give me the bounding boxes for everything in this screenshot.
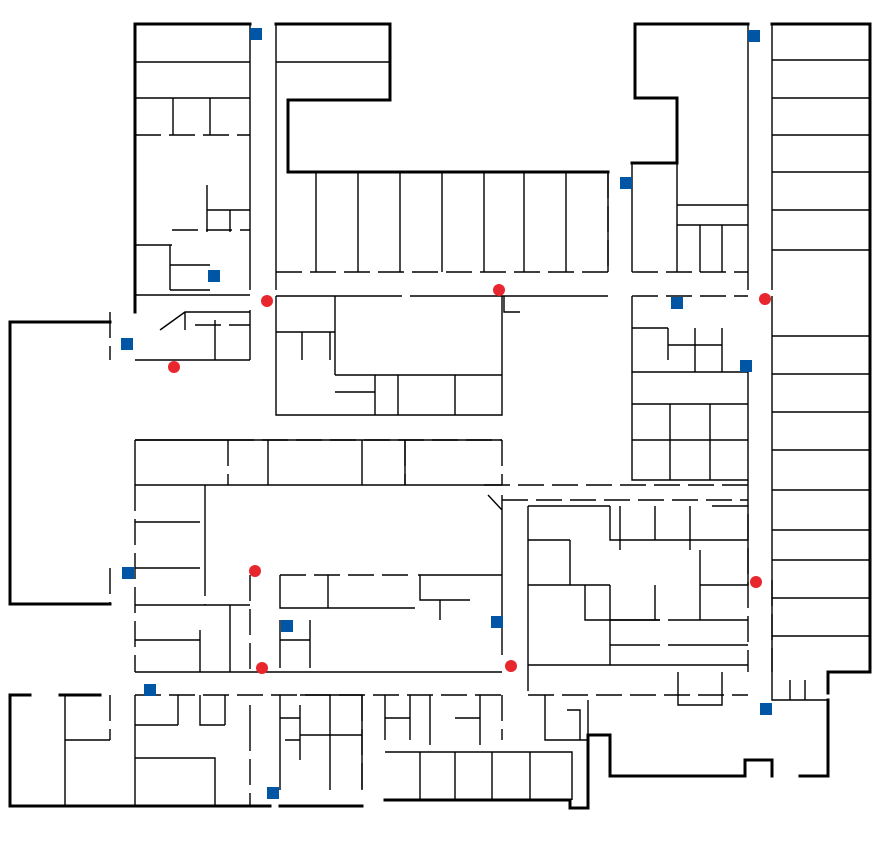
- blue-square-marker: [748, 30, 760, 42]
- blue-square-marker: [671, 297, 683, 309]
- red-circle-marker: [249, 565, 261, 577]
- blue-square-marker: [208, 270, 220, 282]
- exterior-walls: [8, 22, 872, 810]
- blue-square-marker: [144, 684, 156, 696]
- blue-square-marker: [491, 616, 503, 628]
- blue-square-marker: [740, 360, 752, 372]
- red-circle-marker: [256, 662, 268, 674]
- blue-square-marker: [267, 787, 279, 799]
- red-circle-marker: [261, 295, 273, 307]
- interior-walls: [64, 24, 870, 806]
- red-circle-marker: [750, 576, 762, 588]
- blue-square-marker: [620, 177, 632, 189]
- red-circle-marker: [505, 660, 517, 672]
- red-circle-marker: [168, 361, 180, 373]
- blue-square-marker: [121, 338, 133, 350]
- blue-square-marker: [281, 620, 293, 632]
- dashed-partitions: [109, 134, 773, 806]
- blue-square-marker: [760, 703, 772, 715]
- red-circle-marker: [759, 293, 771, 305]
- blue-square-marker: [250, 28, 262, 40]
- blue-square-markers: [121, 28, 772, 799]
- blue-square-marker: [122, 567, 134, 579]
- red-circle-markers: [168, 284, 771, 674]
- red-circle-marker: [493, 284, 505, 296]
